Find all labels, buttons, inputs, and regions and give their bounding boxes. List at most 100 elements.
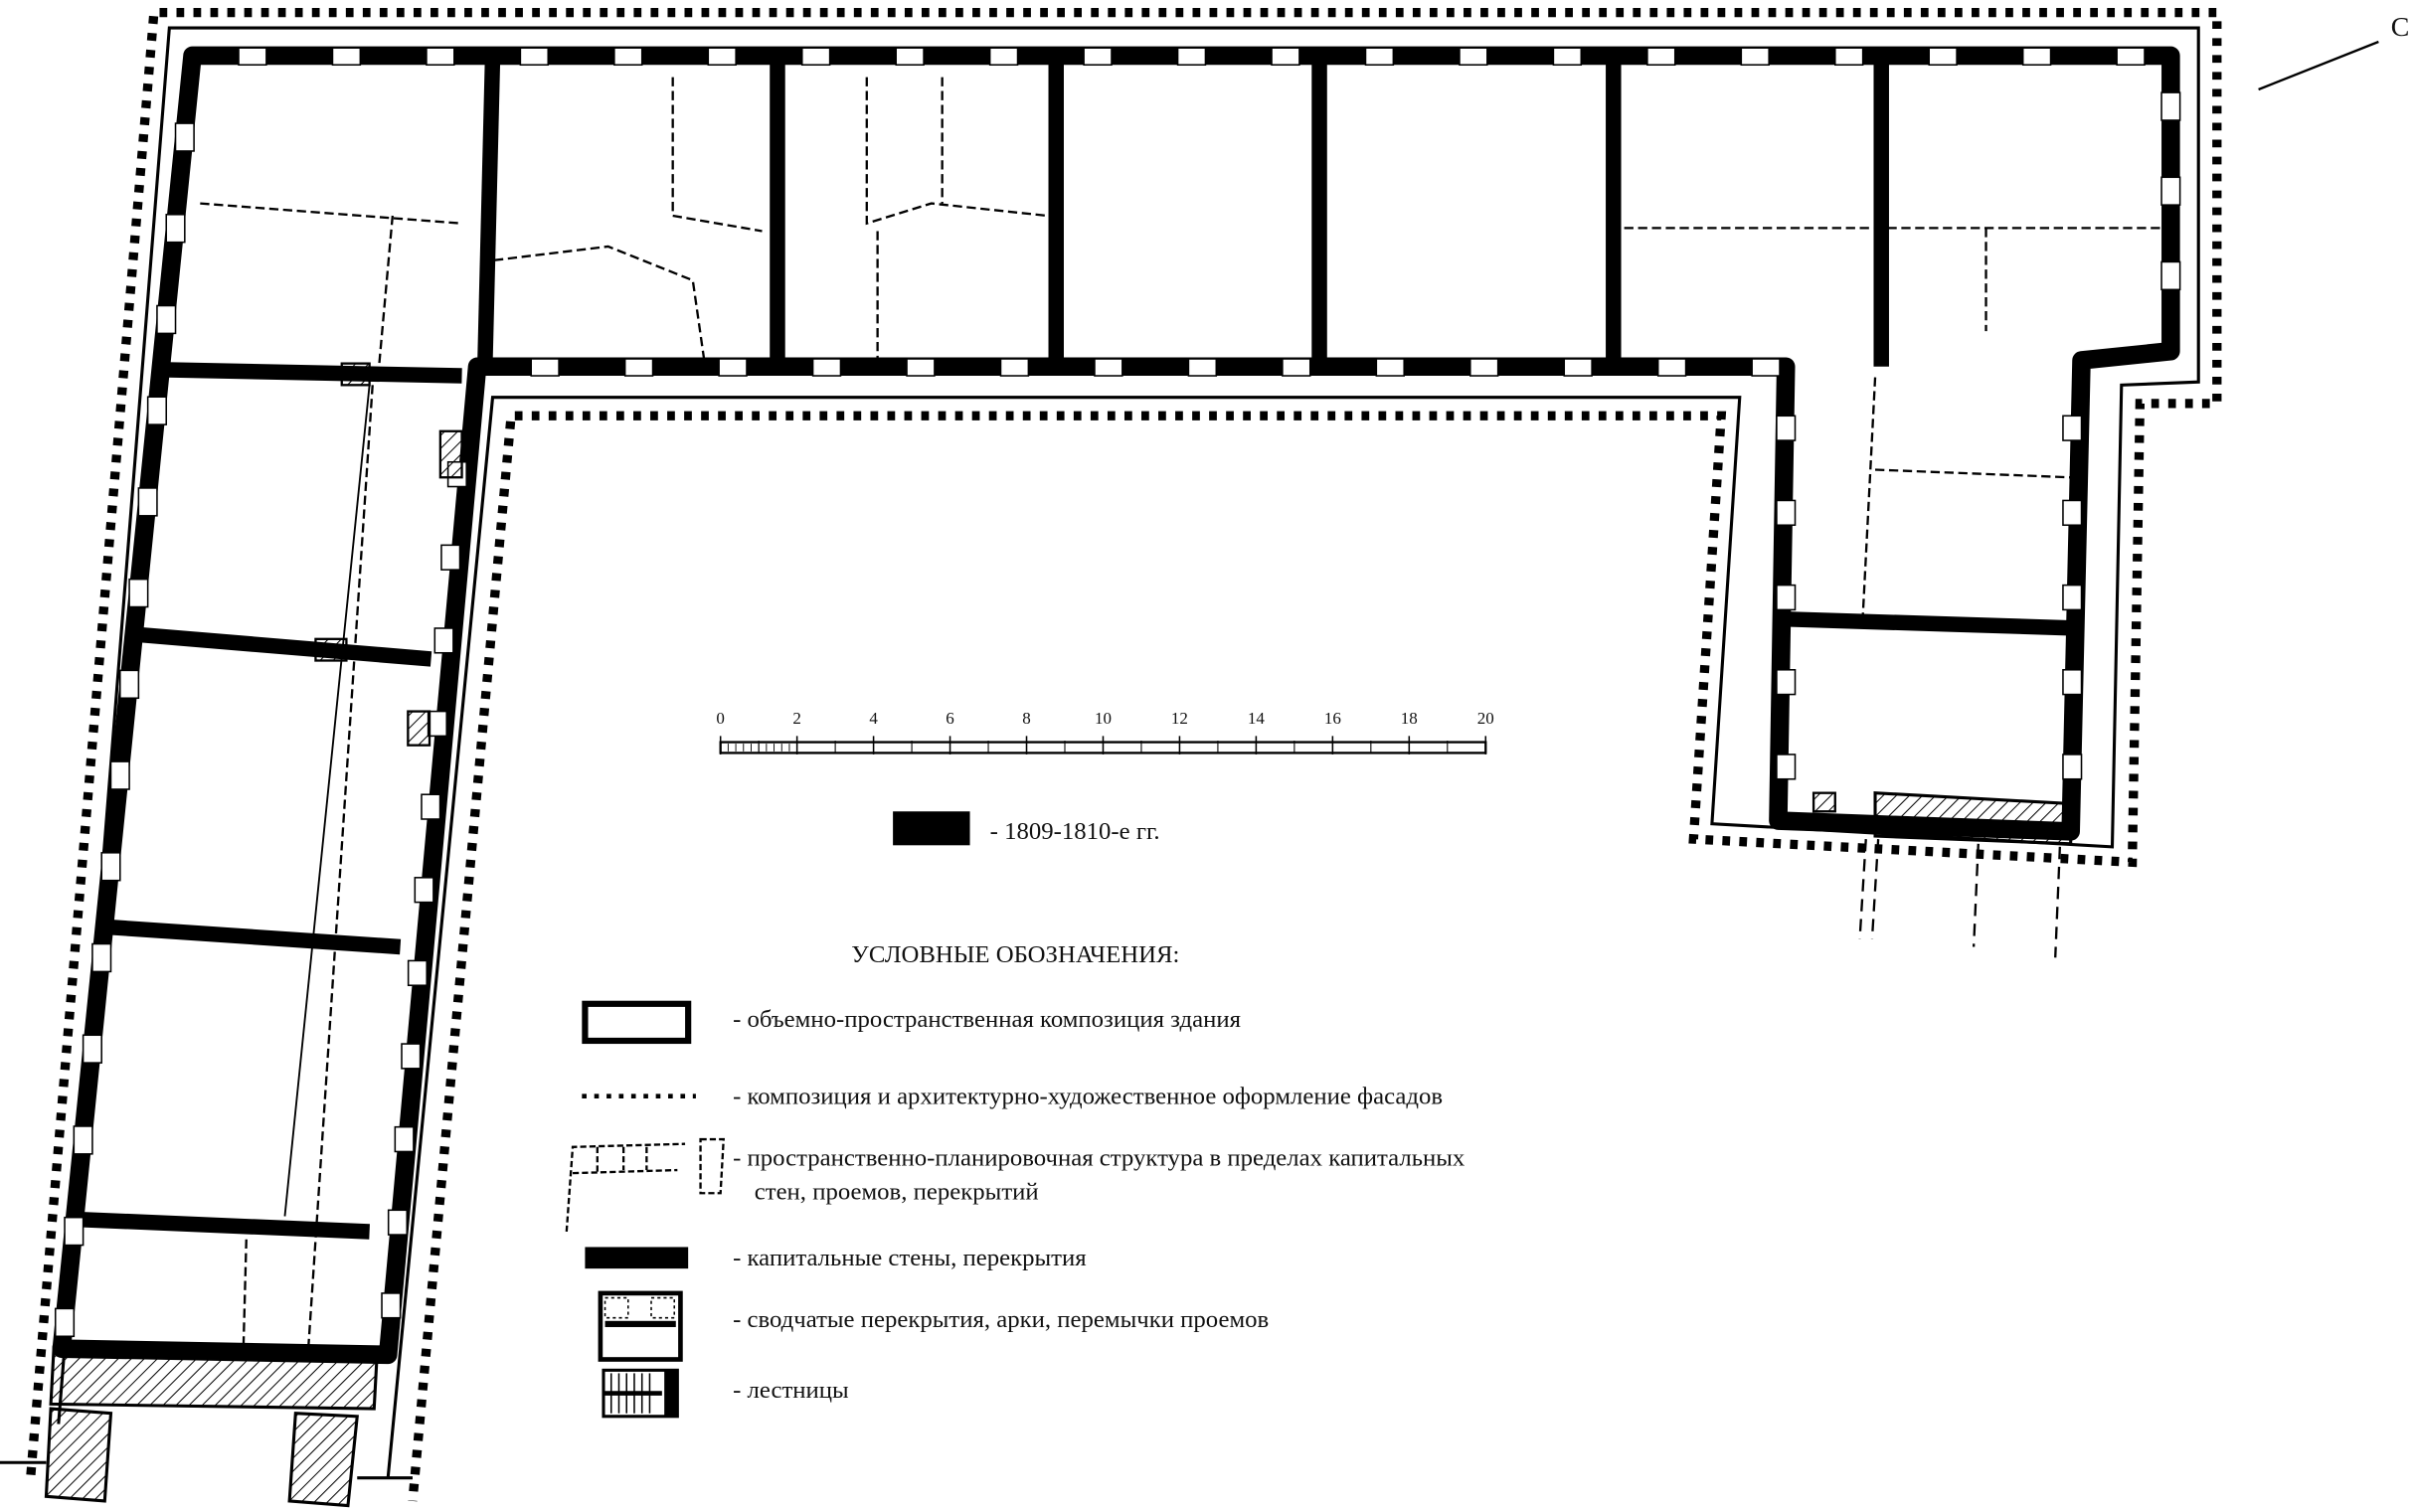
capital-walls bbox=[77, 55, 2079, 1240]
window bbox=[1083, 47, 1113, 67]
window bbox=[613, 47, 643, 67]
window bbox=[895, 47, 925, 67]
scale-label: 0 bbox=[716, 709, 725, 728]
scale-label: 4 bbox=[869, 709, 878, 728]
window bbox=[1751, 358, 1781, 377]
window bbox=[2160, 260, 2181, 291]
window bbox=[82, 1034, 102, 1064]
section-label: С bbox=[2391, 12, 2410, 43]
window bbox=[1364, 47, 1395, 67]
stair-markers bbox=[314, 362, 1836, 813]
window bbox=[156, 304, 177, 335]
window bbox=[1563, 358, 1593, 377]
window bbox=[426, 47, 455, 67]
window bbox=[165, 214, 186, 244]
legend-symbol-wall bbox=[585, 1247, 689, 1269]
hatched-porches bbox=[0, 791, 2073, 1508]
window bbox=[800, 47, 831, 67]
window bbox=[811, 358, 842, 377]
window bbox=[381, 1292, 402, 1319]
window bbox=[2062, 499, 2083, 527]
window bbox=[623, 358, 654, 377]
window bbox=[2021, 47, 2052, 67]
window bbox=[414, 877, 434, 904]
window bbox=[519, 47, 550, 67]
partitions bbox=[200, 77, 2171, 1355]
window bbox=[1552, 47, 1583, 67]
window bbox=[387, 1209, 409, 1236]
window bbox=[2062, 669, 2083, 696]
legend-symbol-dashed-plan bbox=[565, 1137, 726, 1233]
entrance-dashes bbox=[1858, 839, 2062, 958]
window bbox=[1271, 47, 1300, 67]
window bbox=[1094, 358, 1123, 377]
window bbox=[146, 396, 168, 425]
legend-item-label: - объемно-пространственная композиция зд… bbox=[733, 1006, 1241, 1033]
window bbox=[1740, 47, 1770, 67]
section-line bbox=[2258, 40, 2379, 91]
window bbox=[174, 122, 195, 152]
legend-symbol-outline bbox=[582, 1000, 692, 1045]
window bbox=[2160, 176, 2181, 206]
window bbox=[401, 1043, 422, 1070]
window bbox=[1282, 358, 1311, 377]
scale-label: 6 bbox=[946, 709, 954, 728]
window bbox=[421, 793, 441, 820]
window bbox=[2160, 91, 2181, 121]
window bbox=[1928, 47, 1958, 67]
window bbox=[64, 1216, 85, 1247]
window bbox=[1187, 358, 1218, 377]
scale-label: 14 bbox=[1248, 709, 1266, 728]
window bbox=[427, 710, 447, 738]
window bbox=[2116, 47, 2146, 67]
window bbox=[2062, 584, 2083, 611]
window bbox=[2062, 415, 2083, 441]
window bbox=[1776, 499, 1797, 527]
window bbox=[433, 627, 454, 654]
legend-item-label: - пространственно-планировочная структур… bbox=[733, 1144, 1466, 1171]
window bbox=[394, 1125, 415, 1153]
window bbox=[1834, 47, 1864, 67]
window bbox=[1459, 47, 1488, 67]
scale-label: 16 bbox=[1324, 709, 1341, 728]
window bbox=[1776, 415, 1797, 441]
window bbox=[109, 760, 130, 790]
window bbox=[73, 1125, 93, 1155]
facade-boundary-inner bbox=[57, 26, 2200, 1478]
window bbox=[1375, 358, 1405, 377]
window bbox=[331, 47, 362, 67]
scale-label: 18 bbox=[1401, 709, 1418, 728]
window bbox=[988, 47, 1019, 67]
window bbox=[1469, 358, 1499, 377]
window bbox=[1776, 669, 1797, 696]
scale-label: 12 bbox=[1171, 709, 1188, 728]
scale-label: 2 bbox=[792, 709, 801, 728]
window bbox=[999, 358, 1030, 377]
scale-label: 20 bbox=[1477, 709, 1494, 728]
legend-item-label: - лестницы bbox=[733, 1377, 849, 1404]
window bbox=[54, 1307, 76, 1338]
window bbox=[1776, 584, 1797, 611]
legend-item-label: - сводчатые перекрытия, арки, перемычки … bbox=[733, 1306, 1269, 1333]
window bbox=[906, 358, 936, 377]
period-swatch bbox=[893, 811, 970, 846]
window bbox=[440, 544, 461, 571]
window bbox=[707, 47, 737, 67]
window bbox=[119, 669, 140, 700]
windows bbox=[54, 47, 2181, 1338]
window bbox=[407, 959, 429, 986]
legend-item-label: - капитальные стены, перекрытия bbox=[733, 1245, 1087, 1271]
window bbox=[137, 487, 158, 517]
legend-symbol-vault bbox=[598, 1290, 683, 1362]
scale-label: 8 bbox=[1022, 709, 1031, 728]
window bbox=[238, 47, 267, 67]
legend-item-label: - композиция и архитектурно-художественн… bbox=[733, 1083, 1443, 1109]
window bbox=[1646, 47, 1676, 67]
window bbox=[718, 358, 748, 377]
window bbox=[1176, 47, 1207, 67]
west-wing-axis bbox=[283, 385, 371, 1217]
window bbox=[530, 358, 560, 377]
legend-symbol-stairs bbox=[602, 1368, 679, 1419]
